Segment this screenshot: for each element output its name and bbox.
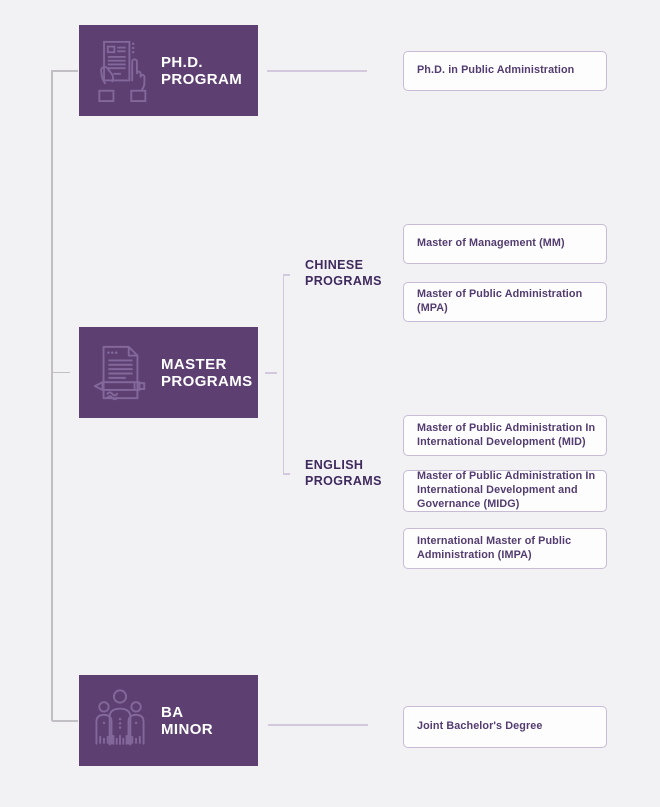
master-left-connector: [52, 371, 70, 373]
phd-right-connector: [267, 70, 367, 72]
phd-program-title: PH.D. PROGRAM: [161, 53, 243, 88]
card-label: Master of Public Administration In Inter…: [417, 470, 596, 510]
card-midg[interactable]: Master of Public Administration In Inter…: [403, 470, 607, 512]
ba-minor-title: BA MINOR: [161, 703, 213, 738]
card-label: Joint Bachelor's Degree: [417, 720, 543, 733]
trunk-line: [51, 70, 53, 721]
english-programs-label: ENGLISH PROGRAMS: [305, 458, 382, 488]
bracket-top-arm: [283, 274, 290, 276]
ba-minor-node[interactable]: BA MINOR: [79, 675, 258, 766]
phd-left-connector: [52, 70, 78, 72]
card-master-of-public-administration[interactable]: Master of Public Administration (MPA): [403, 282, 607, 322]
card-mid[interactable]: Master of Public Administration In Inter…: [403, 415, 607, 456]
hands-holding-document-icon: [98, 40, 147, 102]
three-people-icon: [95, 688, 145, 746]
ba-left-connector: [52, 720, 78, 722]
phd-program-node[interactable]: PH.D. PROGRAM: [79, 25, 258, 116]
master-right-connector: [265, 372, 277, 374]
card-label: Ph.D. in Public Administration: [417, 64, 575, 77]
card-label: Master of Public Administration (MPA): [417, 288, 583, 314]
ba-right-connector: [268, 724, 368, 726]
card-label: Master of Public Administration In Inter…: [417, 421, 596, 448]
master-programs-title: MASTER PROGRAMS: [161, 355, 253, 390]
card-phd-in-public-administration[interactable]: Ph.D. in Public Administration: [403, 51, 607, 91]
card-joint-bachelors-degree[interactable]: Joint Bachelor's Degree: [403, 706, 607, 748]
chinese-programs-label: CHINESE PROGRAMS: [305, 258, 382, 288]
document-and-pen-icon: [93, 345, 146, 400]
bracket-bottom-arm: [283, 473, 290, 475]
master-branch-bracket: [282, 274, 284, 474]
card-label: International Master of Public Administr…: [417, 534, 572, 561]
card-impa[interactable]: International Master of Public Administr…: [403, 528, 607, 569]
master-programs-node[interactable]: MASTER PROGRAMS: [79, 327, 258, 418]
card-label: Master of Management (MM): [417, 237, 565, 250]
card-master-of-management[interactable]: Master of Management (MM): [403, 224, 607, 264]
